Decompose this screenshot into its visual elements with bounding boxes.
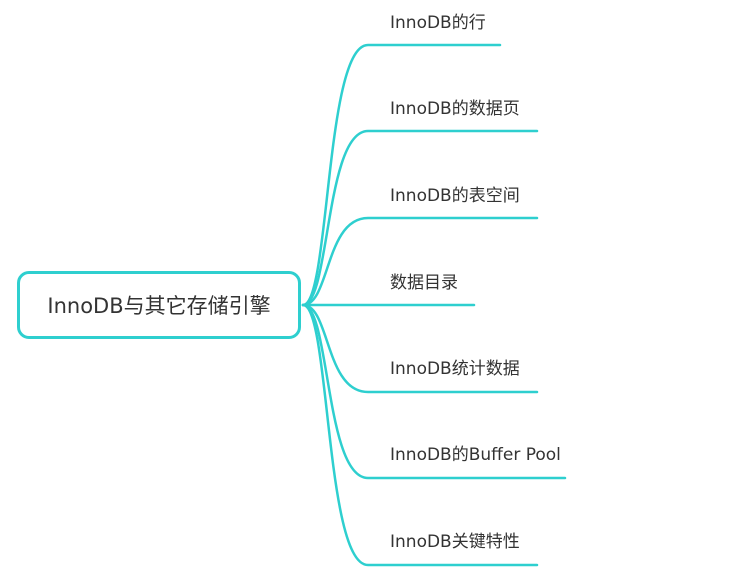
root-topic[interactable]: InnoDB与其它存储引擎 bbox=[17, 271, 301, 339]
branch-topic-innodb-statistics[interactable]: InnoDB统计数据 bbox=[390, 359, 520, 379]
connector-innodb-data-page bbox=[301, 129, 539, 307]
branch-topic-data-directory[interactable]: 数据目录 bbox=[390, 273, 458, 293]
branch-topic-innodb-tablespace[interactable]: InnoDB的表空间 bbox=[390, 186, 520, 206]
connector-innodb-statistics bbox=[301, 303, 539, 394]
branch-topic-innodb-buffer-pool[interactable]: InnoDB的Buffer Pool bbox=[390, 445, 561, 465]
connector-innodb-tablespace bbox=[301, 216, 539, 307]
connector-innodb-row bbox=[301, 43, 502, 307]
branch-topic-innodb-key-features[interactable]: InnoDB关键特性 bbox=[390, 532, 520, 552]
branch-topic-innodb-data-page[interactable]: InnoDB的数据页 bbox=[390, 99, 520, 119]
connector-innodb-key-features bbox=[301, 303, 539, 567]
root-topic-label: InnoDB与其它存储引擎 bbox=[47, 294, 271, 318]
branch-topic-innodb-row[interactable]: InnoDB的行 bbox=[390, 13, 486, 33]
connector-innodb-buffer-pool bbox=[301, 303, 567, 480]
